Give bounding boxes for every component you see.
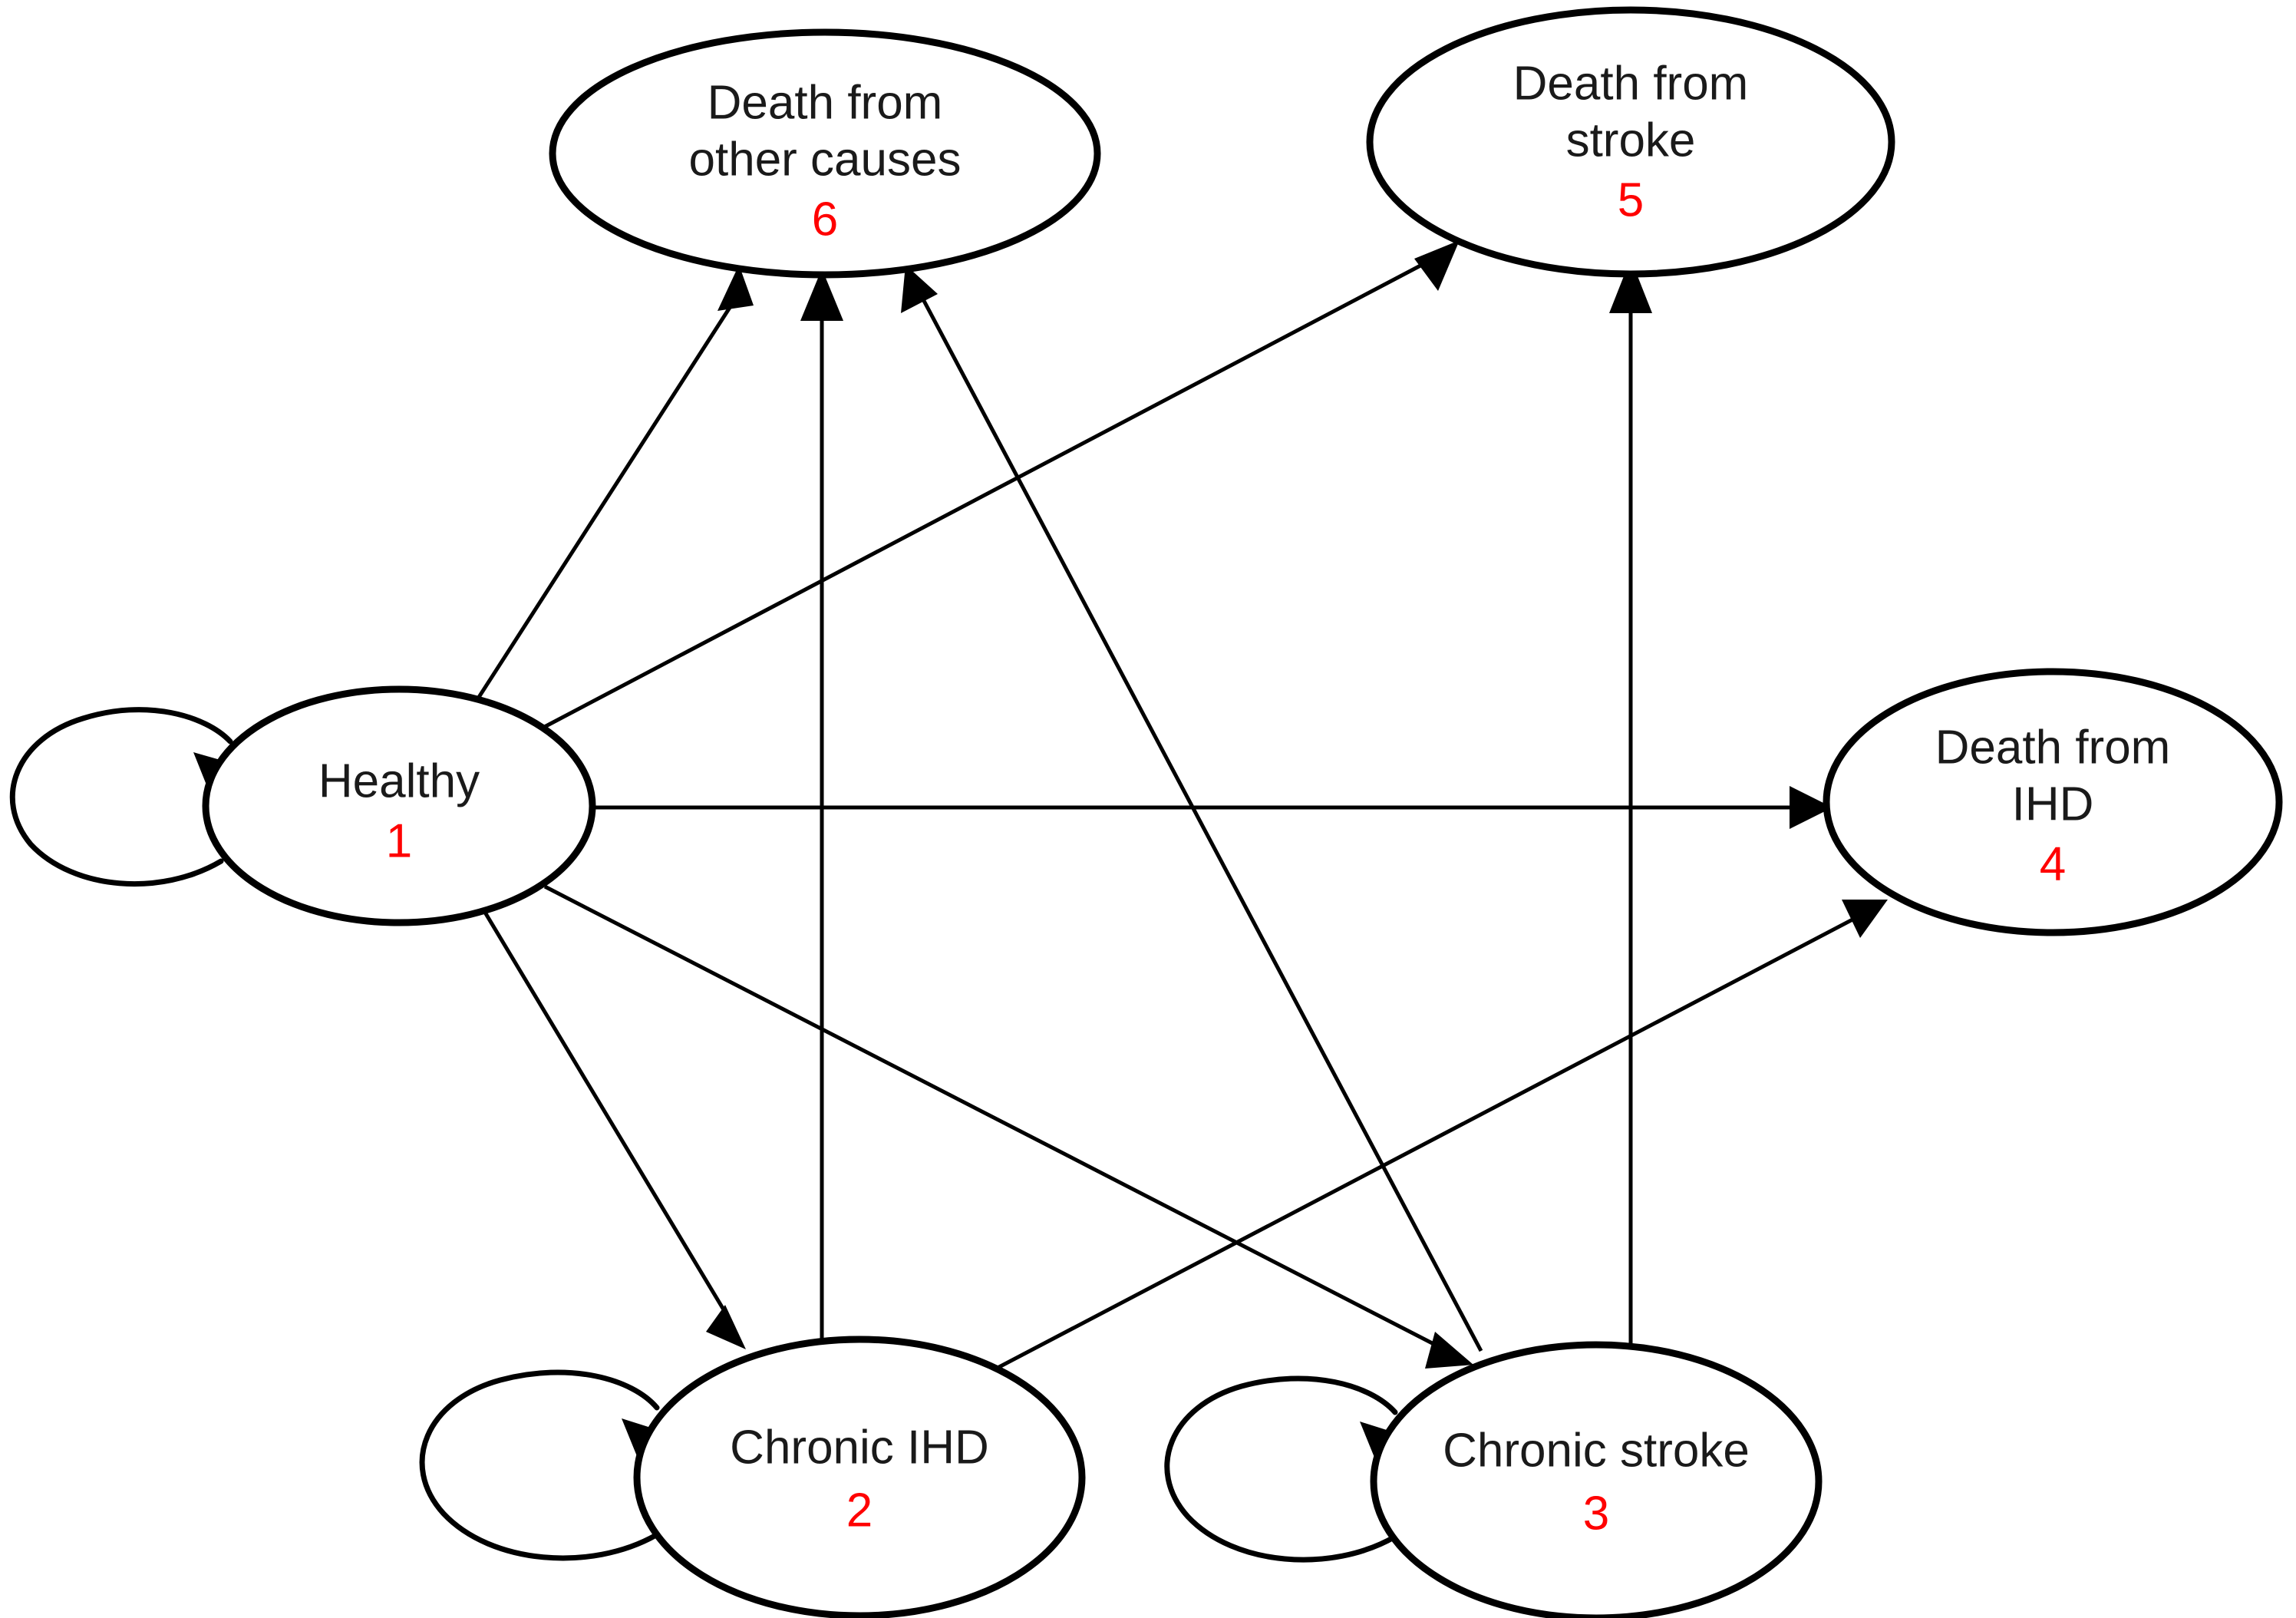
edge-chronic-stroke-to-death-other-causes[interactable] [901,265,1483,1352]
node-label-line2: IHD [2012,778,2094,830]
nodes-layer: Death from other causes 6 Death from str… [202,6,2283,1618]
node-healthy[interactable]: Healthy 1 [202,685,596,926]
edge-chronic-ihd-to-death-other-causes[interactable] [800,269,843,1342]
node-index-label: 2 [846,1484,873,1537]
arrowhead-icon [901,265,938,313]
node-label-line2: stroke [1566,114,1696,167]
edge-chronic-ihd-to-death-ihd[interactable] [996,900,1888,1370]
node-label-line1: Healthy [318,755,480,807]
node-shape-ellipse [1370,1341,1823,1618]
edge-chronic-stroke-to-death-stroke[interactable] [1609,259,1652,1345]
arrowhead-icon [1790,786,1833,829]
arrowhead-icon [718,265,754,311]
edge-healthy-to-chronic-ihd[interactable] [480,906,746,1349]
arrowhead-icon [706,1305,746,1349]
node-shape-ellipse [1366,6,1895,278]
node-shape-ellipse [202,685,596,926]
node-label-line1: Death from [1935,721,2171,774]
arrowhead-icon [1414,240,1460,291]
node-label-line1: Chronic stroke [1443,1424,1750,1477]
edge-healthy-to-death-other-causes[interactable] [466,265,754,715]
node-label-line1: Death from [708,76,943,129]
node-shape-ellipse [549,28,1101,279]
node-index-label: 5 [1618,173,1644,226]
node-death-from-ihd[interactable]: Death from IHD 4 [1823,668,2283,936]
node-shape-ellipse [633,1336,1086,1618]
edge-healthy-to-chronic-stroke[interactable] [543,884,1473,1369]
arrowhead-icon [1425,1332,1473,1369]
node-death-from-other-causes[interactable]: Death from other causes 6 [549,28,1101,279]
edge-healthy-to-death-ihd[interactable] [592,786,1833,829]
node-index-label: 4 [2040,837,2066,890]
node-label-line1: Chronic IHD [730,1421,989,1474]
arrowhead-icon [1609,259,1652,313]
edge-healthy-to-death-stroke[interactable] [536,240,1460,733]
node-chronic-stroke[interactable]: Chronic stroke 3 [1370,1341,1823,1618]
arrowhead-icon [800,269,843,321]
node-label-line2: other causes [689,133,962,186]
arrowhead-icon [1842,900,1888,938]
node-chronic-ihd[interactable]: Chronic IHD 2 [633,1336,1086,1618]
node-index-label: 3 [1583,1487,1609,1540]
edges-layer [466,240,1888,1370]
node-index-label: 1 [386,814,412,867]
node-index-label: 6 [812,193,838,246]
node-shape-ellipse [1823,668,2283,936]
node-label-line1: Death from [1513,57,1749,110]
node-death-from-stroke[interactable]: Death from stroke 5 [1366,6,1895,278]
